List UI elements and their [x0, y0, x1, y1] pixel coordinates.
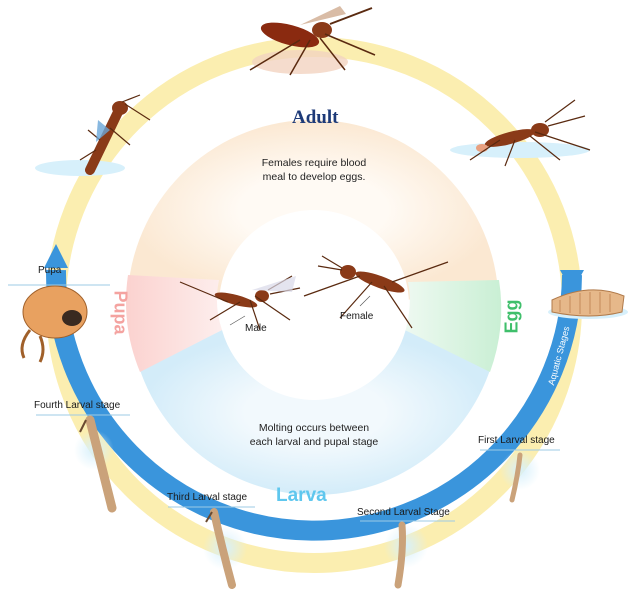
- molting-note-line-2: each larval and pupal stage: [224, 435, 404, 449]
- molting-note: Molting occurs between each larval and p…: [224, 421, 404, 449]
- egg-raft: [548, 290, 628, 319]
- label-second-larval: Second Larval Stage: [357, 507, 450, 518]
- female-note-line-2: meal to develop eggs.: [234, 170, 394, 184]
- molting-note-line-1: Molting occurs between: [224, 421, 404, 435]
- female-note: Females require blood meal to develop eg…: [234, 156, 394, 184]
- label-first-larval: First Larval stage: [478, 435, 555, 446]
- label-fourth-larval: Fourth Larval stage: [34, 400, 120, 411]
- label-male: Male: [245, 323, 267, 334]
- pupa-title: Pupa: [110, 290, 131, 334]
- female-note-line-1: Females require blood: [234, 156, 394, 170]
- adult-title: Adult: [292, 107, 338, 129]
- water-glow-2: [384, 524, 428, 568]
- label-female: Female: [340, 311, 373, 322]
- larva-title: Larva: [276, 485, 327, 507]
- label-third-larval: Third Larval stage: [167, 492, 247, 503]
- egg-title: Egg: [502, 300, 523, 334]
- label-pupa: Pupa: [38, 265, 61, 276]
